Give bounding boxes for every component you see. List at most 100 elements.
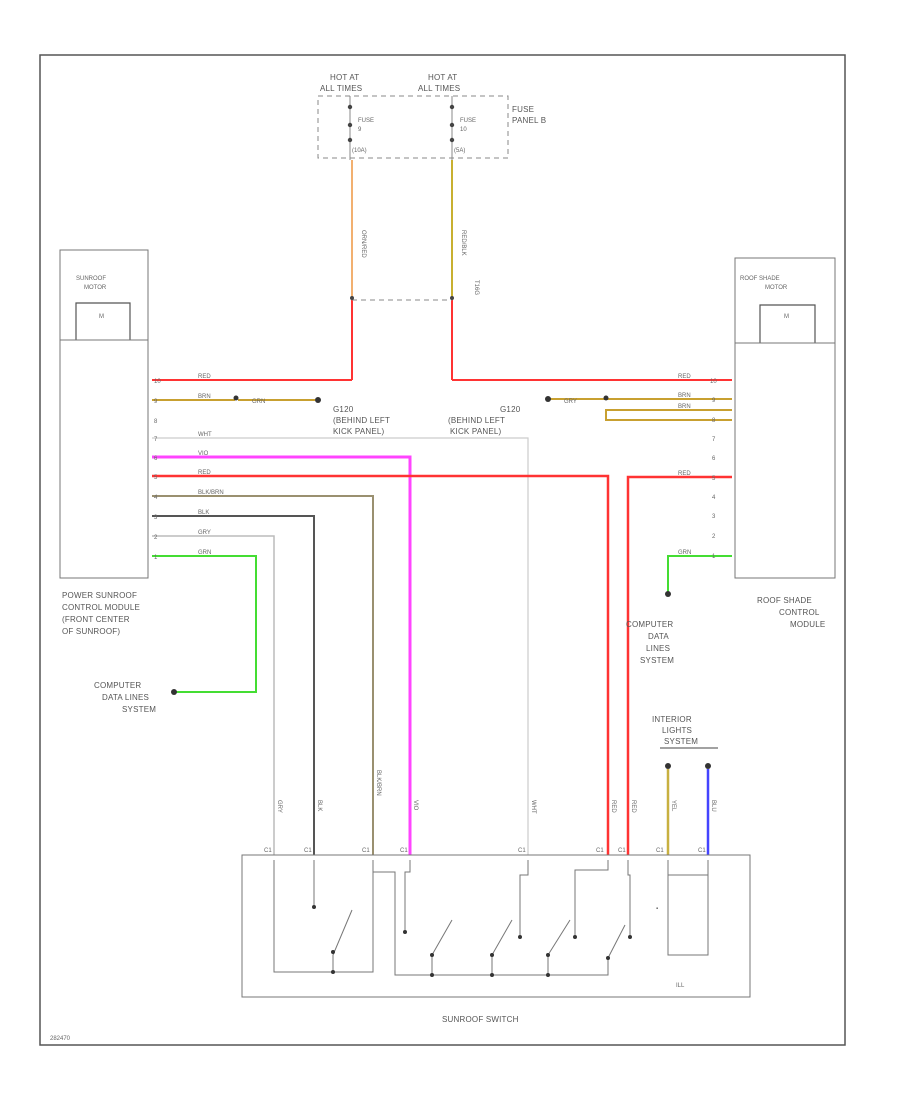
- cds-left-label-3: SYSTEM: [122, 705, 156, 714]
- left-pin-7: 7: [154, 437, 158, 443]
- roof-shade-motor-title-1: ROOF SHADE: [740, 276, 780, 282]
- hot-label-left-1: HOT AT: [330, 73, 359, 82]
- right-wire-1-label: GRN: [678, 550, 691, 556]
- fuse-left-name: FUSE: [358, 118, 374, 124]
- sw-wire-yel: YEL: [670, 800, 676, 812]
- fuse-right-rating: (5A): [454, 148, 465, 154]
- fuse-right-name: FUSE: [460, 118, 476, 124]
- roof-shade-motor-title-2: MOTOR: [765, 285, 788, 291]
- right-pin-1: 1: [712, 554, 716, 560]
- sw-wire-red-2: RED: [630, 800, 636, 813]
- fuse-right-number: 10: [460, 127, 467, 133]
- ground-right-label-2: (BEHIND LEFT: [448, 416, 505, 425]
- sw-wire-wht: WHT: [530, 800, 536, 814]
- left-pin-8: 8: [154, 419, 158, 425]
- hot-label-right-2: ALL TIMES: [418, 84, 460, 93]
- right-module-caption-1: ROOF SHADE: [757, 596, 812, 605]
- feed-left-wire-label: ORN/RED: [360, 230, 366, 258]
- sw-pin-2: C1: [304, 848, 312, 854]
- left-wire-3-label: BLK: [198, 510, 209, 516]
- fuse-9-icon: [347, 122, 353, 128]
- sw-wire-gry: GRY: [276, 800, 282, 813]
- right-wire-8-label: BRN: [678, 404, 691, 410]
- illumination-marker: ▪: [656, 906, 658, 912]
- right-wire-10-label: RED: [678, 374, 691, 380]
- cds-right-label-2: DATA: [648, 632, 669, 641]
- fuse-10-icon: [449, 122, 455, 128]
- fuse-left-rating: (10A): [352, 148, 367, 154]
- tab-label: T16G: [473, 280, 479, 295]
- ground-right-icon: [545, 396, 551, 402]
- fuse-panel: HOT AT ALL TIMES HOT AT ALL TIMES FUSE 9…: [317, 73, 546, 160]
- right-pin-4: 4: [712, 495, 716, 501]
- interior-lights-label-2: LIGHTS: [662, 726, 692, 735]
- roof-shade-control-module: ROOF SHADE MOTOR M ROOF SHADE CONTROL MO…: [734, 257, 836, 629]
- left-pin-3: 3: [154, 515, 158, 521]
- ground-right-wire-label: GRY: [564, 399, 577, 405]
- hot-label-left-2: ALL TIMES: [320, 84, 362, 93]
- cds-right-label-1: COMPUTER: [626, 620, 673, 629]
- left-pin-4: 4: [154, 495, 158, 501]
- sw-pin-3: C1: [362, 848, 370, 854]
- left-wire-1-label: GRN: [198, 550, 211, 556]
- left-pin-9: 9: [154, 399, 158, 405]
- cds-left-label-2: DATA LINES: [102, 693, 149, 702]
- left-wire-10-label: RED: [198, 374, 211, 380]
- figure-code: 282470: [50, 1036, 71, 1042]
- sw-pin-4: C1: [400, 848, 408, 854]
- diagram-frame: [39, 54, 846, 1046]
- sw-wire-blu: BLU: [710, 800, 716, 812]
- left-pin-6: 6: [154, 456, 158, 462]
- right-module-caption-3: MODULE: [790, 620, 825, 629]
- sunroof-motor-icon: [75, 302, 131, 340]
- left-module-caption-4: OF SUNROOF): [62, 627, 120, 636]
- ground-left-wire-label: GRN: [252, 399, 265, 405]
- right-pin-6: 6: [712, 456, 716, 462]
- feed-right-wire-label: RED/BLK: [460, 230, 466, 256]
- left-wire-9-label: BRN: [198, 394, 211, 400]
- right-connector-pins: 10 9 8 7 6 5 4 3 2 1 RED BRN BRN RED GRN: [678, 374, 717, 560]
- right-pin-3: 3: [712, 514, 716, 520]
- ground-left-label-2: (BEHIND LEFT: [333, 416, 390, 425]
- left-connector-pins: 10 9 8 7 6 5 4 3 2 1 RED BRN WHT VIO RED…: [154, 374, 224, 561]
- right-pin-8: 8: [712, 418, 716, 424]
- left-module-caption-2: CONTROL MODULE: [62, 603, 140, 612]
- sw-wire-vio: VIO: [412, 800, 418, 811]
- left-wire-5-label: RED: [198, 470, 211, 476]
- left-pin-10: 10: [154, 379, 161, 385]
- right-wire-9-label: BRN: [678, 393, 691, 399]
- left-pin-5: 5: [154, 475, 158, 481]
- left-pin-2: 2: [154, 535, 158, 541]
- sunroof-switch: C1 C1 C1 C1 C1 C1 C1 C1 C1: [241, 848, 751, 1024]
- cds-right-label-3: LINES: [646, 644, 670, 653]
- fuse-left-number: 9: [358, 127, 362, 133]
- right-pin-2: 2: [712, 534, 716, 540]
- left-wire-6-label: VIO: [198, 451, 209, 457]
- sw-pin-9: C1: [698, 848, 706, 854]
- sunroof-motor-title-1: SUNROOF: [76, 276, 106, 282]
- hot-label-right-1: HOT AT: [428, 73, 457, 82]
- right-pin-7: 7: [712, 437, 716, 443]
- sw-pin-6: C1: [596, 848, 604, 854]
- sunroof-motor-symbol: M: [99, 314, 104, 320]
- ground-right-label-1: G120: [500, 405, 521, 414]
- interior-lights-label-1: INTERIOR: [652, 715, 692, 724]
- left-wire-2-label: GRY: [198, 530, 211, 536]
- sunroof-motor-title-2: MOTOR: [84, 285, 107, 291]
- right-wire-5-label: RED: [678, 471, 691, 477]
- illumination-label: ILL: [676, 983, 685, 989]
- sunroof-switch-title: SUNROOF SWITCH: [442, 1015, 519, 1024]
- roof-shade-motor-icon: [759, 304, 816, 343]
- ground-right-label-3: KICK PANEL): [450, 427, 502, 436]
- right-module-caption-2: CONTROL: [779, 608, 820, 617]
- ground-left-label-3: KICK PANEL): [333, 427, 385, 436]
- sw-wire-red-1: RED: [610, 800, 616, 813]
- illumination-lamp-icon: [667, 874, 709, 956]
- left-wire-4-label: BLK/BRN: [198, 490, 224, 496]
- left-module-caption-1: POWER SUNROOF: [62, 591, 137, 600]
- roof-shade-motor-symbol: M: [784, 314, 789, 320]
- sw-pin-1: C1: [264, 848, 272, 854]
- cds-right-connector-icon: [665, 591, 671, 597]
- sw-pin-7: C1: [618, 848, 626, 854]
